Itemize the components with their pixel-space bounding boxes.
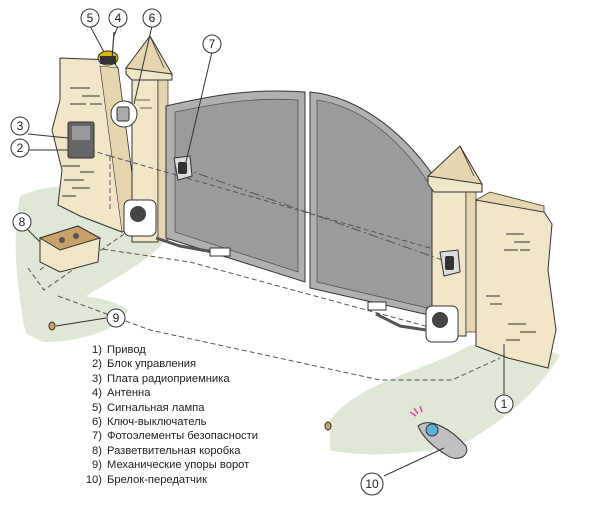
legend-item: 3) Плата радиоприемника (72, 372, 258, 386)
legend-item-text: Ключ-выключатель (107, 416, 207, 429)
legend-item-number: 9) (92, 459, 102, 472)
gate (165, 90, 443, 319)
legend-item: 2) Блок управления (72, 357, 258, 371)
remote-transmitter (409, 405, 468, 459)
legend-item-number: 10) (85, 473, 102, 486)
legend-item-text: Разветвительная коробка (107, 444, 241, 457)
callout-6: 6 (142, 8, 162, 28)
photocell-beam (181, 167, 449, 263)
legend-item-text: Фотоэлементы безопасности (107, 430, 259, 443)
left-wall-bricks (62, 87, 102, 197)
callout-5: 5 (80, 8, 100, 28)
legend-item: 10) Брелок-передатчик (72, 473, 258, 487)
callouts: 5 4 6 7 3 2 8 9 (10, 8, 514, 496)
legend-item: 1) Привод (72, 343, 258, 357)
legend-item-number: 4) (92, 387, 102, 400)
antenna (111, 31, 115, 61)
legend-item-number: 2) (92, 358, 102, 371)
legend-item-text: Антенна (107, 387, 151, 400)
signal-lamp (97, 50, 119, 66)
gate-stop (48, 321, 56, 331)
legend-item: 5) Сигнальная лампа (72, 401, 258, 415)
operator-left (123, 199, 231, 257)
legend-item: 7) Фотоэлементы безопасности (72, 429, 258, 443)
legend-item-text: Брелок-передатчик (107, 473, 207, 486)
gate-left-inner (174, 98, 299, 273)
legend-item-text: Плата радиоприемника (107, 372, 230, 385)
callout-3: 3 (10, 116, 30, 136)
legend-item-text: Привод (107, 344, 146, 356)
control-unit (67, 121, 95, 159)
left-wall (51, 57, 139, 233)
callout-4-label: 4 (115, 11, 122, 25)
callout-8-label: 8 (19, 215, 26, 229)
gate-stop-right (324, 421, 332, 431)
legend-item: 6) Ключ-выключатель (72, 415, 258, 429)
legend-item: 4) Антенна (72, 386, 258, 400)
callout-9-label: 9 (113, 311, 120, 325)
right-post-side (465, 189, 477, 333)
legend-item: 8) Разветвительная коробка (72, 444, 258, 458)
callout-2: 2 (10, 138, 30, 158)
callout-1-label: 1 (501, 397, 508, 411)
junction-box (38, 225, 102, 273)
right-wall (474, 191, 557, 369)
legend-item-number: 1) (92, 344, 102, 356)
legend-item-number: 6) (92, 416, 102, 429)
callout-4: 4 (108, 8, 128, 28)
callout-1: 1 (494, 394, 514, 414)
legend-item-text: Механические упоры ворот (107, 459, 250, 472)
legend-item-number: 3) (92, 372, 102, 385)
ground-right (330, 340, 560, 455)
callout-3-label: 3 (17, 119, 24, 133)
legend-item-number: 7) (92, 430, 102, 443)
legend-item-text: Блок управления (107, 358, 197, 371)
key-switch (110, 100, 138, 128)
legend-item-text: Сигнальная лампа (107, 401, 205, 414)
left-post-pyramid (125, 35, 173, 75)
leader-lines (27, 25, 505, 477)
right-wall-top (474, 191, 545, 213)
callout-7-label: 7 (209, 37, 216, 51)
callout-7: 7 (202, 34, 222, 54)
legend: 1) Привод 2) Блок управления 3) Плата радио… (72, 343, 258, 487)
callout-2-label: 2 (17, 141, 24, 155)
callout-10: 10 (360, 472, 384, 496)
ground-bottom-left (22, 294, 128, 342)
photocell-left (173, 155, 193, 181)
operator-right (367, 301, 459, 343)
gate-right-inner (316, 99, 437, 311)
callout-6-label: 6 (149, 11, 156, 25)
callout-9: 9 (106, 308, 126, 328)
callout-10-label: 10 (365, 477, 379, 491)
legend-item: 9) Механические упоры ворот (72, 458, 258, 472)
callout-5-label: 5 (87, 11, 94, 25)
devices (38, 31, 468, 459)
right-post-pyramid (426, 145, 483, 185)
legend-item-number: 5) (92, 401, 102, 414)
right-wall-body (475, 199, 557, 369)
legend-item-number: 8) (92, 444, 102, 457)
photocell-right (439, 249, 461, 277)
callout-8: 8 (12, 212, 32, 232)
